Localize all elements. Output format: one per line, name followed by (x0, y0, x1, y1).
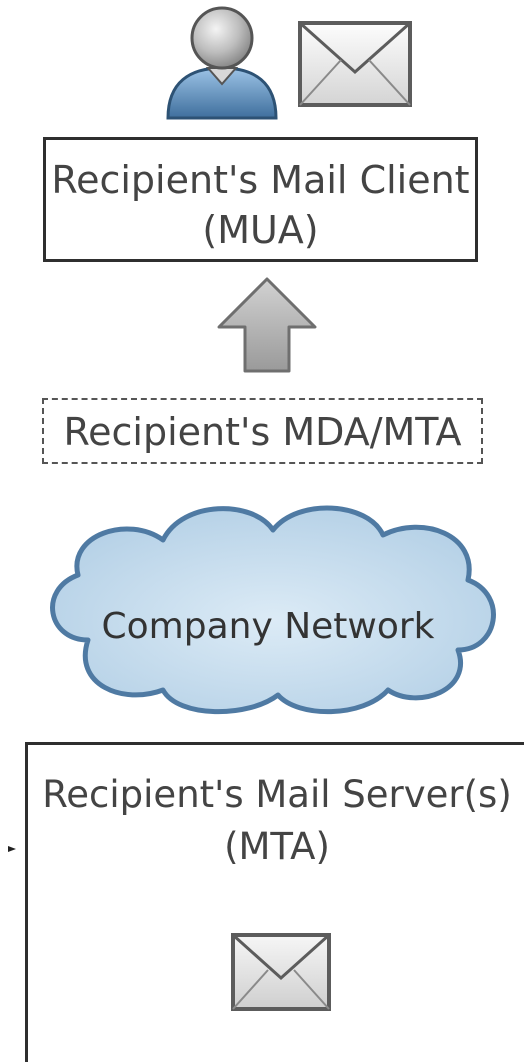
company-network-cloud: Company Network (50, 505, 496, 715)
mda-mta-label: Recipient's MDA/MTA (63, 410, 462, 454)
company-network-label: Company Network (101, 606, 434, 647)
small-arrowhead-icon (8, 846, 16, 852)
mail-server-label: Recipient's Mail Server(s) (42, 773, 512, 816)
mda-mta-box: Recipient's MDA/MTA (42, 398, 483, 464)
mta-label: (MTA) (224, 825, 330, 868)
mail-server-box: Recipient's Mail Server(s) (MTA) (25, 742, 524, 1062)
mail-client-box: Recipient's Mail Client (MUA) (43, 137, 478, 262)
envelope-icon (298, 21, 412, 107)
person-icon (166, 6, 278, 120)
envelope-icon (231, 933, 331, 1011)
mua-label: (MUA) (202, 208, 319, 252)
up-arrow-icon (217, 277, 317, 373)
mail-client-label: Recipient's Mail Client (51, 158, 470, 202)
